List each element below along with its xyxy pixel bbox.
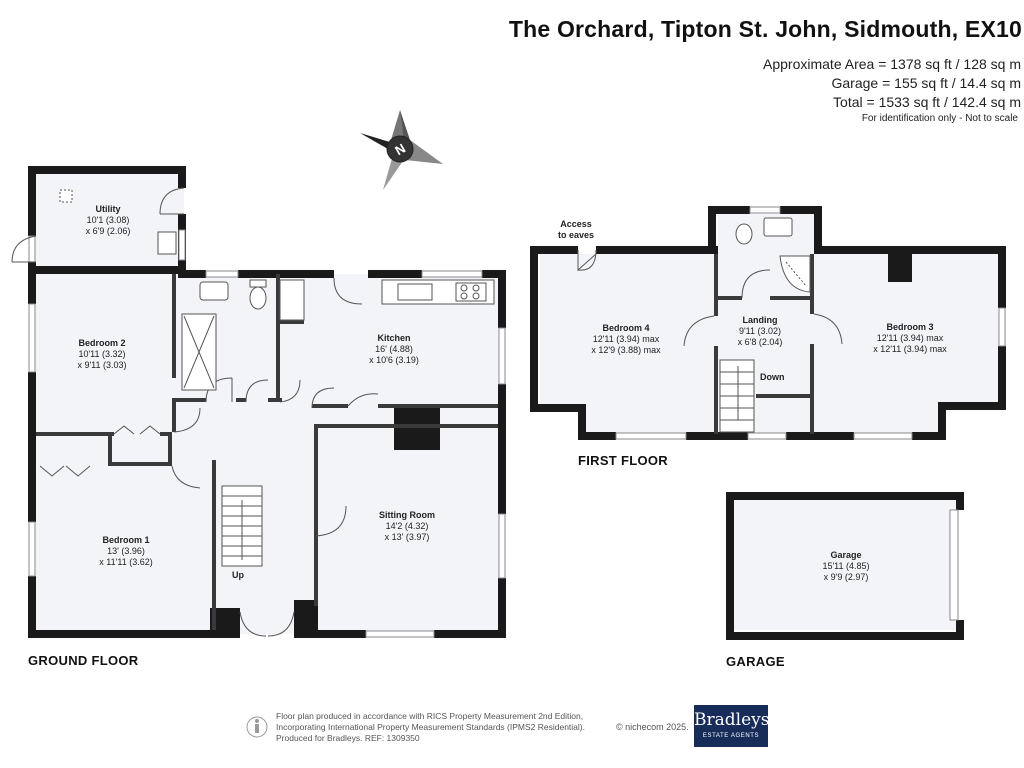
room-bedroom1-dim1: 13' (3.96) — [107, 546, 145, 556]
room-sitting-dim2: x 13' (3.97) — [384, 532, 430, 542]
brand-name: Bradleys — [694, 710, 770, 730]
room-bedroom4-dim1: 12'11 (3.94) max — [592, 334, 660, 344]
room-sitting-dim1: 14'2 (4.32) — [385, 521, 429, 531]
copyright: © nichecom 2025. — [616, 722, 689, 732]
property-title: The Orchard, Tipton St. John, Sidmouth, … — [508, 16, 1022, 42]
room-kitchen-dim2: x 10'6 (3.19) — [369, 355, 419, 365]
room-kitchen: Kitchen 16' (4.88) x 10'6 (3.19) — [369, 333, 419, 366]
brand-subtitle: ESTATE AGENTS — [702, 733, 760, 739]
room-bedroom3-dim2: x 12'11 (3.94) max — [873, 344, 947, 354]
room-bedroom3-dim1: 12'11 (3.94) max — [876, 333, 944, 343]
room-landing-name: Landing — [742, 315, 778, 325]
approx-area: Approximate Area = 1378 sq ft / 128 sq m — [763, 56, 1021, 72]
stairs-up-label: Up — [232, 570, 244, 580]
room-bedroom1-dim2: x 11'11 (3.62) — [99, 557, 153, 567]
room-bedroom3: Bedroom 3 12'11 (3.94) max x 12'11 (3.94… — [873, 322, 947, 355]
room-sitting: Sitting Room 14'2 (4.32) x 13' (3.97) — [379, 510, 435, 543]
footer-line-3: Produced for Bradleys. REF: 1309350 — [276, 733, 420, 743]
room-garage: Garage 15'11 (4.85) x 9'9 (2.97) — [822, 550, 869, 583]
room-bedroom3-name: Bedroom 3 — [886, 322, 934, 332]
room-garage-dim1: 15'11 (4.85) — [822, 561, 870, 571]
room-bedroom1-name: Bedroom 1 — [102, 535, 150, 545]
room-landing: Landing 9'11 (3.02) x 6'8 (2.04) — [738, 315, 783, 348]
stairs-down-icon — [719, 359, 755, 433]
room-garage-name: Garage — [830, 550, 862, 560]
room-bedroom2-dim2: x 9'11 (3.03) — [77, 360, 127, 370]
garage-label: GARAGE — [726, 654, 785, 669]
total-area: Total = 1533 sq ft / 142.4 sq m — [833, 94, 1021, 110]
identification-note: For identification only - Not to scale — [861, 113, 1018, 124]
room-landing-dim2: x 6'8 (2.04) — [737, 337, 783, 347]
garage-area: Garage = 155 sq ft / 14.4 sq m — [831, 75, 1022, 91]
room-utility-dim1: 10'1 (3.08) — [86, 215, 130, 225]
person-scale-icon — [246, 716, 268, 738]
ground-floor-plan — [11, 166, 506, 638]
room-bedroom2-dim1: 10'11 (3.32) — [78, 349, 126, 359]
room-landing-dim1: 9'11 (3.02) — [738, 326, 782, 336]
room-bedroom1: Bedroom 1 13' (3.96) x 11'11 (3.62) — [99, 535, 152, 568]
compass-icon: N — [360, 110, 443, 190]
room-garage-dim2: x 9'9 (2.97) — [823, 572, 869, 582]
area-summary: Approximate Area = 1378 sq ft / 128 sq m… — [763, 55, 1021, 112]
room-utility-name: Utility — [95, 204, 121, 214]
room-sitting-name: Sitting Room — [379, 510, 435, 520]
footer-line-1: Floor plan produced in accordance with R… — [276, 711, 584, 721]
room-utility: Utility 10'1 (3.08) x 6'9 (2.06) — [86, 204, 131, 237]
footer-line-2: Incorporating International Property Mea… — [276, 722, 585, 732]
room-kitchen-dim1: 16' (4.88) — [375, 344, 413, 354]
first-floor-plan — [530, 206, 1006, 440]
stairs-up-icon — [221, 485, 263, 567]
brand-logo: Bradleys ESTATE AGENTS — [694, 705, 770, 747]
footer-notes: Floor plan produced in accordance with R… — [276, 711, 585, 744]
room-bedroom2: Bedroom 2 10'11 (3.32) x 9'11 (3.03) — [77, 338, 126, 371]
room-utility-dim2: x 6'9 (2.06) — [85, 226, 131, 236]
garage-plan — [726, 492, 964, 640]
ground-floor-label: GROUND FLOOR — [28, 653, 139, 668]
room-bedroom2-name: Bedroom 2 — [78, 338, 126, 348]
room-bedroom4-dim2: x 12'9 (3.88) max — [591, 345, 661, 355]
room-kitchen-name: Kitchen — [377, 333, 411, 343]
room-bedroom4: Bedroom 4 12'11 (3.94) max x 12'9 (3.88)… — [591, 323, 660, 356]
access-eaves-label: Access to eaves — [558, 219, 595, 240]
room-bedroom4-name: Bedroom 4 — [602, 323, 650, 333]
first-floor-label: FIRST FLOOR — [578, 453, 668, 468]
stairs-down-label: Down — [760, 372, 785, 382]
